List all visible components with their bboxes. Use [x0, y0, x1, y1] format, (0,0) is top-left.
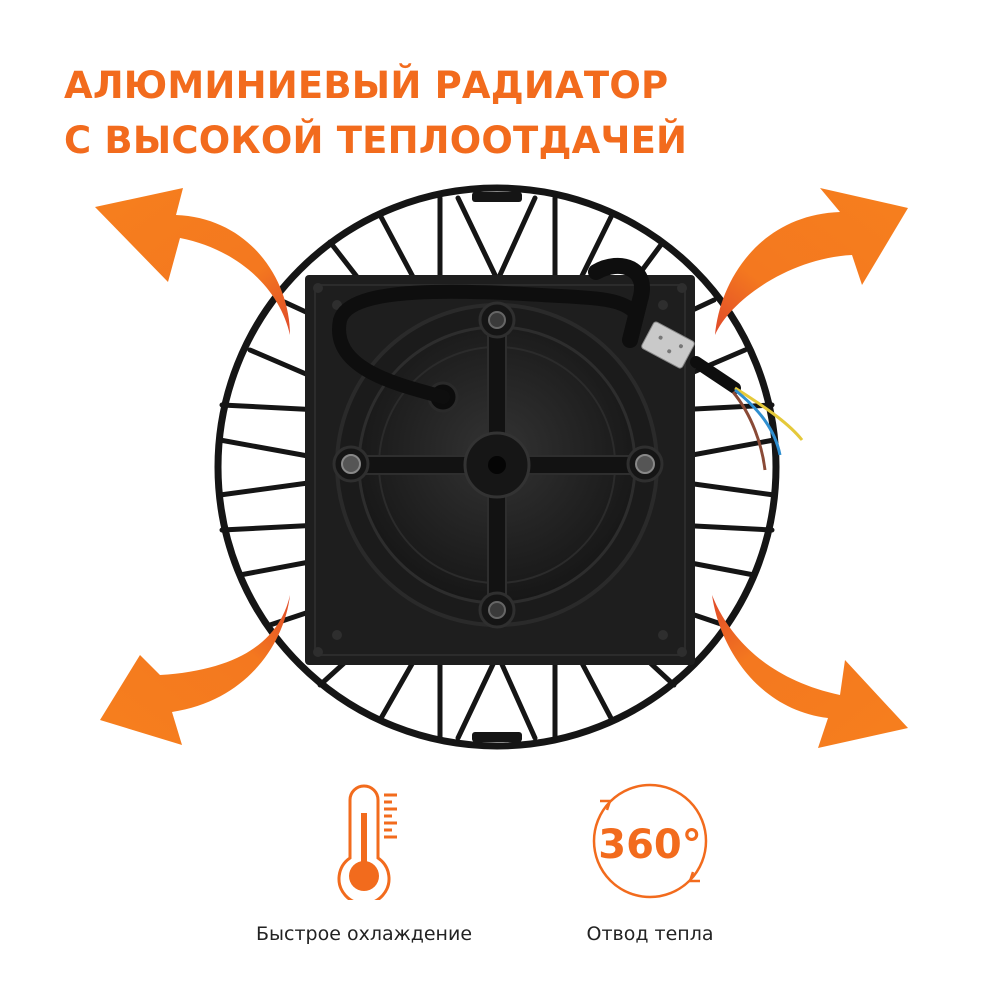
- power-cable: [332, 257, 804, 471]
- feature-fast-cooling: Быстрое охлаждение: [234, 775, 494, 945]
- screw-right: [626, 445, 664, 483]
- badge-360: 360°: [598, 822, 702, 868]
- screw-left: [332, 445, 370, 483]
- headline-line-1: АЛЮМИНИЕВЫЙ РАДИАТОР: [64, 64, 669, 107]
- headline-line-2: С ВЫСОКОЙ ТЕПЛООТДАЧЕЙ: [64, 119, 688, 162]
- headline: АЛЮМИНИЕВЫЙ РАДИАТОР С ВЫСОКОЙ ТЕПЛООТДА…: [64, 58, 687, 168]
- heat-arrow-bottom-left: [100, 595, 290, 745]
- thermometer-icon: [337, 784, 397, 900]
- heat-arrow-bottom-right: [712, 595, 908, 748]
- heat-arrow-top-left: [95, 188, 290, 335]
- guard-ring: [214, 184, 780, 750]
- cable-connector: [641, 321, 695, 369]
- screw-bottom: [478, 591, 516, 629]
- rotation-360-icon: 360°: [592, 783, 708, 899]
- feature-label-fast-cooling: Быстрое охлаждение: [255, 923, 473, 945]
- feature-heat-dissipation: 360° Отвод тепла: [520, 775, 780, 945]
- screw-top: [478, 301, 516, 339]
- feature-label-heat-dissipation: Отвод тепла: [586, 923, 714, 945]
- heat-arrow-top-right: [715, 188, 908, 335]
